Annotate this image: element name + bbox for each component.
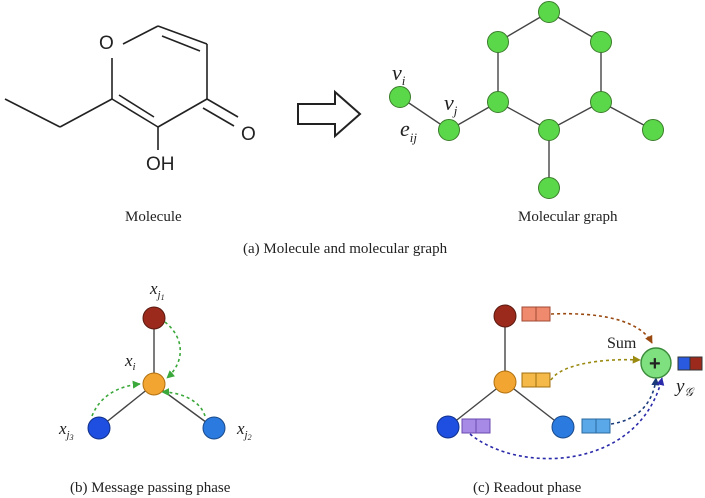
node-vi-label: vi	[392, 60, 406, 88]
graph-node-vj	[438, 119, 460, 141]
readout-node-left	[436, 415, 460, 439]
node-xj2	[202, 416, 226, 440]
sum-label: Sum	[607, 335, 637, 352]
message-arrows	[91, 321, 206, 417]
output-vector	[677, 356, 703, 371]
readout-arrows	[469, 312, 665, 460]
caption-b: (b) Message passing phase	[70, 480, 231, 496]
ring-oxygen-label: O	[99, 33, 114, 54]
readout-node-top	[493, 304, 517, 328]
graph-node-vi	[389, 86, 411, 108]
readout-node-center	[493, 370, 517, 394]
node-xi	[142, 372, 166, 396]
hydroxyl-label: OH	[146, 154, 175, 175]
carbonyl-oxygen-label: O	[241, 124, 256, 145]
caption-a: (a) Molecule and molecular graph	[243, 241, 448, 257]
molecule-label: Molecule	[125, 209, 182, 225]
edge-eij-label: eij	[400, 116, 417, 145]
molecular-graph-nodes	[389, 1, 664, 199]
graph-label: Molecular graph	[518, 209, 618, 225]
label-xi: xi	[124, 351, 136, 373]
output-label: y𝒢	[674, 376, 695, 399]
graph-node	[538, 1, 560, 23]
node-vj-label: vj	[444, 90, 458, 118]
plus-icon: +	[649, 353, 661, 375]
graph-node	[642, 119, 664, 141]
label-xj3: xj3	[58, 419, 74, 442]
node-xj1	[142, 306, 166, 330]
graph-node	[590, 91, 612, 113]
caption-c: (c) Readout phase	[473, 480, 582, 496]
feature-vector-left	[461, 418, 491, 434]
sum-node	[640, 347, 672, 379]
graph-node	[538, 119, 560, 141]
graph-node	[538, 177, 560, 199]
feature-vector-center	[521, 372, 551, 388]
graph-node	[487, 91, 509, 113]
label-xj2: xj2	[236, 419, 252, 442]
transform-arrow-icon	[297, 89, 362, 139]
feature-vector-top	[521, 306, 551, 322]
node-xj3	[87, 416, 111, 440]
readout-node-right	[551, 415, 575, 439]
graph-node	[487, 31, 509, 53]
molecule-structure	[4, 25, 239, 150]
label-xj1: xj1	[149, 279, 165, 302]
molecular-graph-edges	[399, 11, 654, 188]
graph-node	[590, 31, 612, 53]
feature-vector-right	[581, 418, 611, 434]
